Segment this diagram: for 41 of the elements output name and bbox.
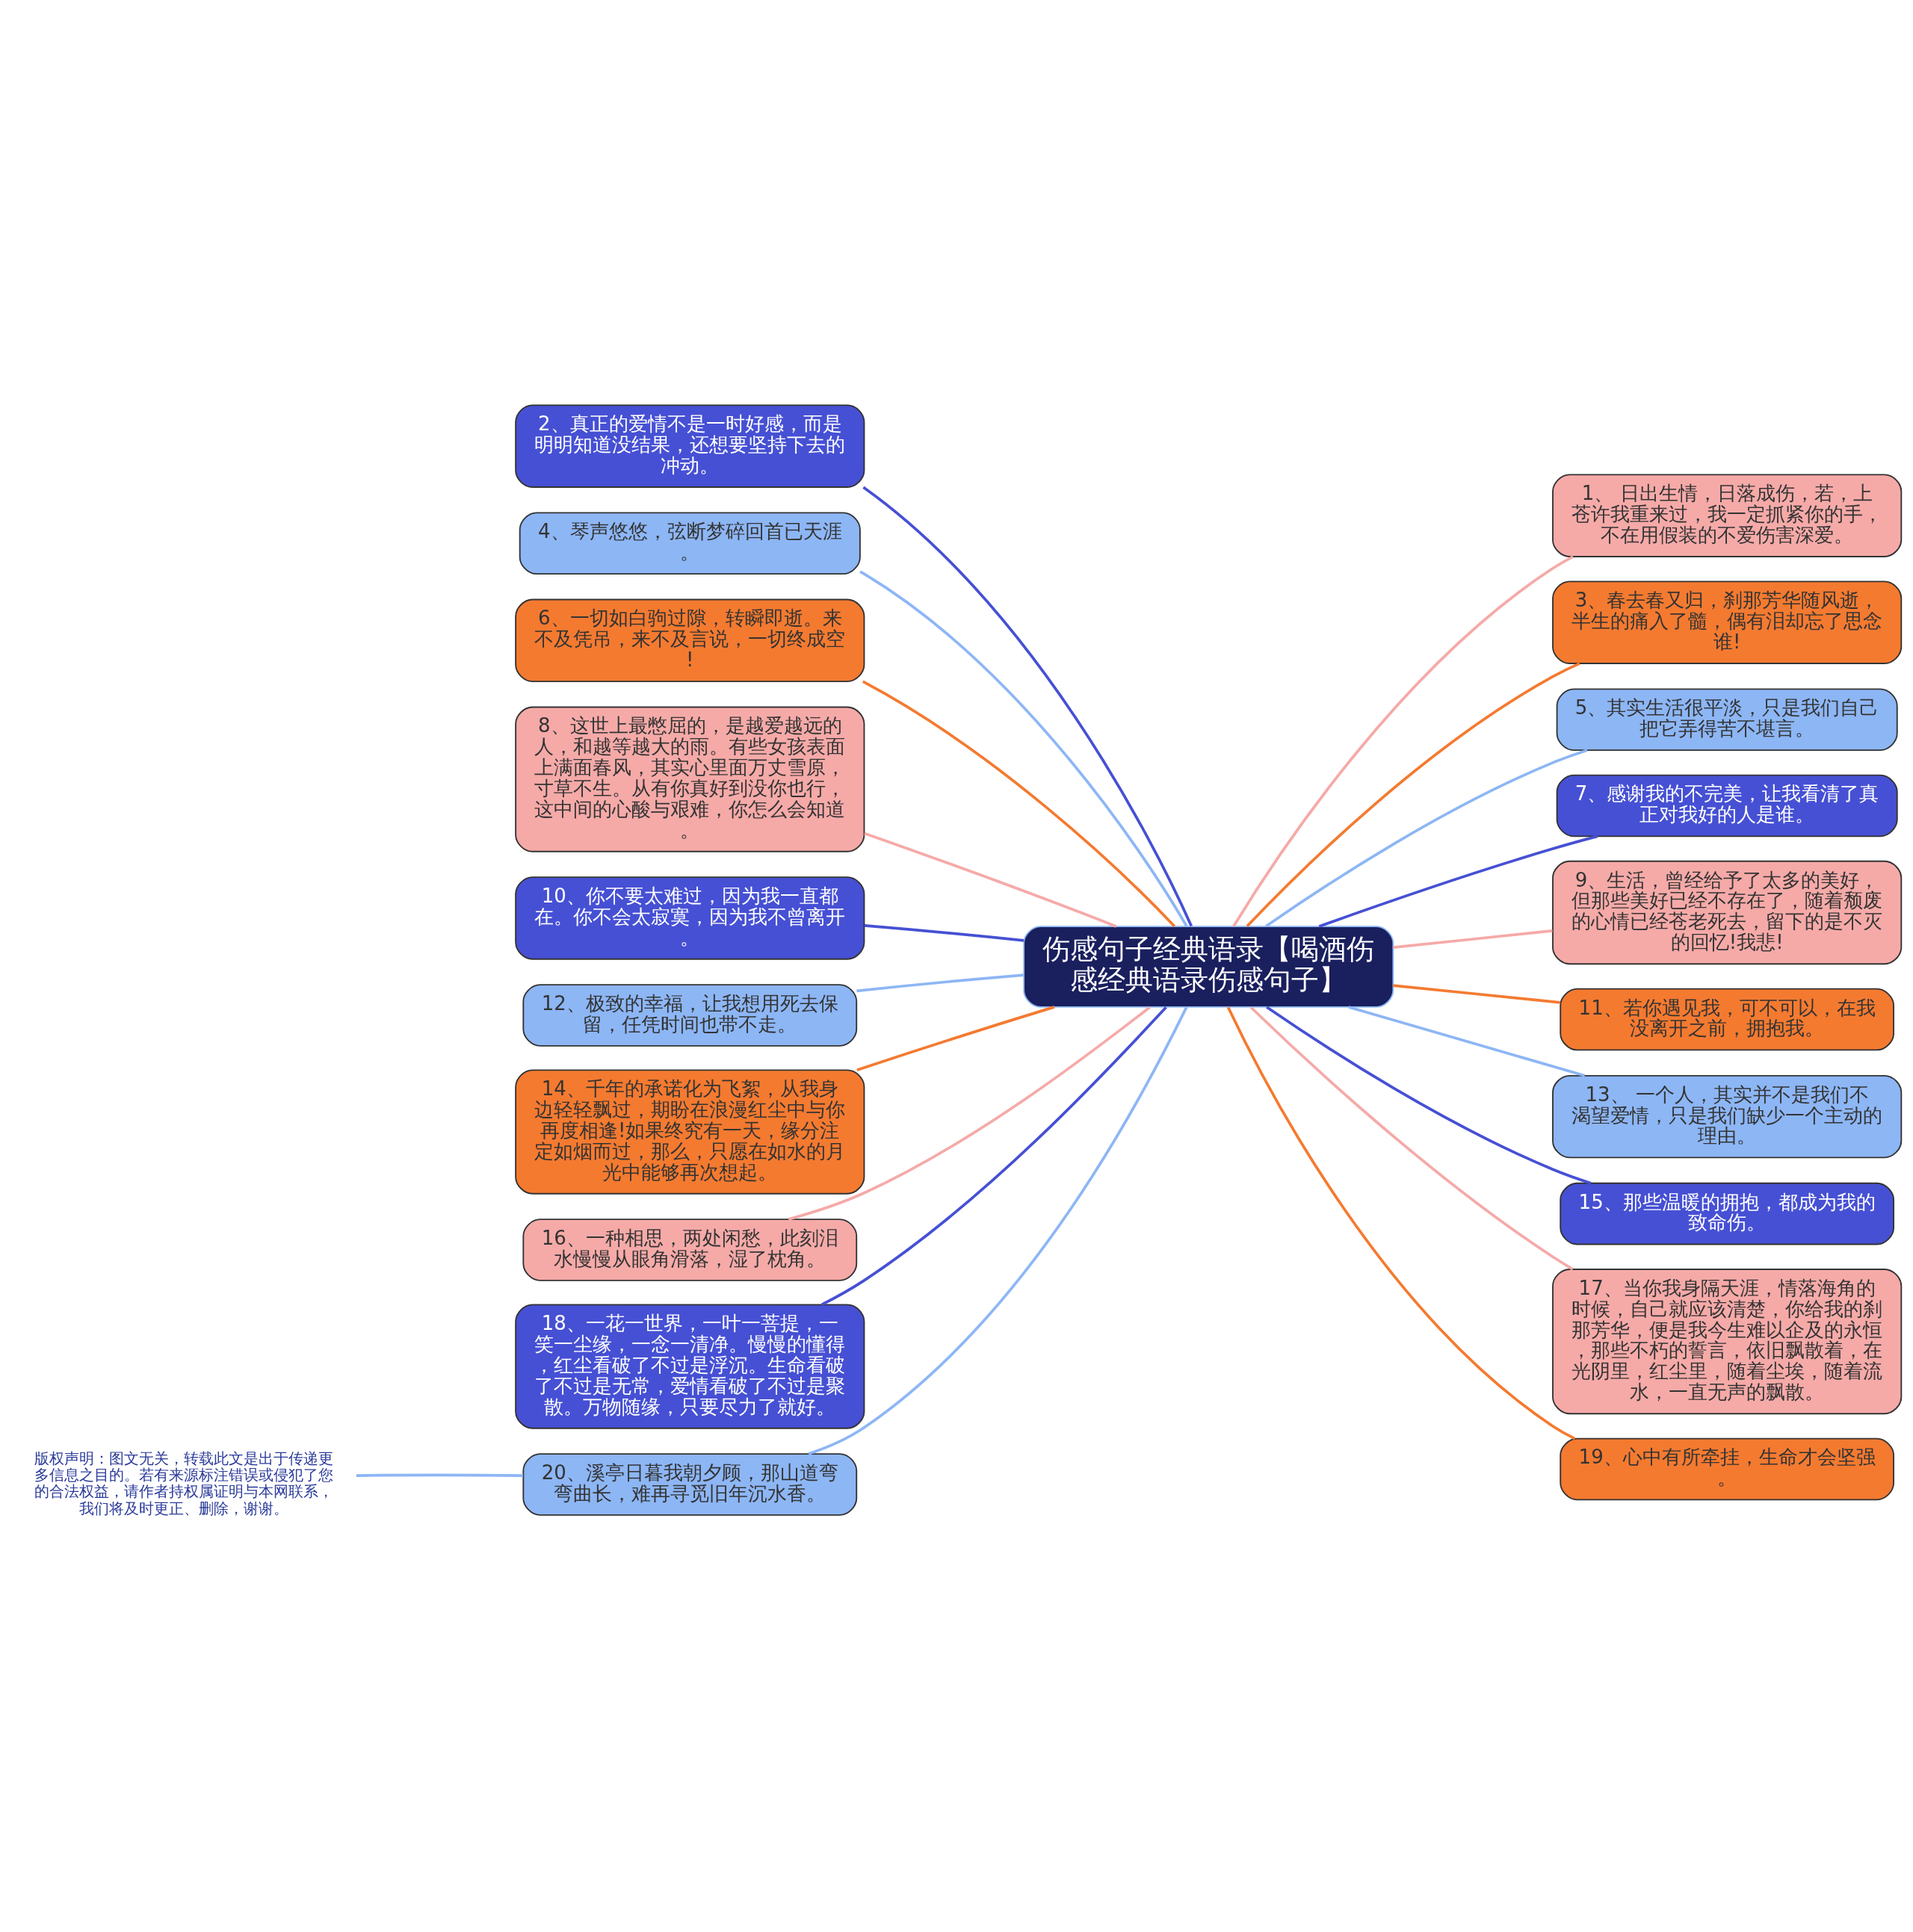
node-text: 版权声明：图文无关，转载此文是出于传递更多信息之目的。若有来源标注错误或侵犯了您的合法权益，请作者持权属证明与本网联系，我们将及时更正、删除，谢谢。: [34, 1449, 334, 1517]
node-box: 伤感句子经典语录【喝酒伤感经典语录伤感句子】: [1023, 925, 1394, 1008]
node-box: 17、当你我身隔天涯，情落海角的时候，自己就应该清楚，你给我的刹那芳华，便是我今生难以企及的永恒，那些不朽的誓言，依旧飘散着，在光阴里，红尘里，随着尘埃，随着流水，一直无声的飘散。: [1552, 1268, 1903, 1414]
node-box: 4、琴声悠悠，弦断梦碎回首已天涯。: [519, 512, 861, 575]
connector: [864, 923, 1025, 942]
connector: [1348, 1005, 1586, 1077]
connector: [1393, 929, 1553, 949]
node-box: 9、生活，曾经给予了太多的美好，但那些美好已经不存在了，随着颓废的心情已经苍老死去，留下的是不灭的回忆!我悲!: [1552, 860, 1903, 965]
node-box: 11、若你遇见我，可不可以，在我没离开之前，拥抱我。: [1560, 988, 1895, 1050]
node-box: 1、 日出生情，日落成伤，若，上苍许我重来过，我一定抓紧你的手，不在用假装的不爱伤害深爱。: [1552, 473, 1903, 557]
connector: [1266, 1006, 1592, 1184]
connector: [1265, 748, 1588, 927]
node-box: 14、千年的承诺化为飞絮，从我身边轻轻飘过，期盼在浪漫红尘中与你再度相逢!如果终究有一天，缘分注定如烟而过，那么，只愿在如水的月光中能够再次想起。: [515, 1068, 865, 1195]
node-box: 10、你不要太难过，因为我一直都在。你不会太寂寞，因为我不曾离开。: [515, 876, 865, 960]
connector: [1246, 661, 1580, 927]
node-box: 5、其实生活很平淡，只是我们自己把它弄得苦不堪言。: [1556, 687, 1898, 751]
connector: [1249, 1006, 1574, 1270]
node-box: 20、溪亭日暮我朝夕顾，那山道弯弯曲长，难再寻觅旧年沉水香。: [522, 1452, 858, 1516]
connector: [864, 832, 1117, 928]
node-box: 13、 一个人，其实并不是我们不渴望爱情，只是我们缺少一个主动的理由。: [1552, 1074, 1903, 1158]
connector: [356, 1473, 523, 1477]
connector: [1232, 555, 1574, 927]
connector: [862, 680, 1176, 927]
connector: [1226, 1006, 1576, 1440]
node-box: 7、感谢我的不完美，让我看清了真正对我好的人是谁。: [1556, 774, 1898, 837]
node-box: 6、一切如白驹过隙，转瞬即逝。来不及凭吊，来不及言说，一切终成空!: [515, 598, 865, 682]
connector: [859, 569, 1188, 926]
connector: [856, 973, 1024, 992]
node-box: 19、心中有所牵挂，生命才会坚强。: [1560, 1437, 1895, 1500]
node-box: 8、这世上最憋屈的，是越爱越远的人，和越等越大的雨。有些女孩表面上满面春风，其实心里面万丈雪原，寸草不生。从有你真好到没你也行，这中间的心酸与艰难，你怎么会知道。: [515, 706, 865, 852]
node-box: 2、真正的爱情不是一时好感，而是明明知道没结果，还想要坚持下去的冲动。: [515, 404, 865, 488]
connector: [1393, 983, 1560, 1004]
connector: [856, 1005, 1055, 1071]
node-box: 16、一种相思，两处闲愁，此刻泪水慢慢从眼角滑落，湿了枕角。: [522, 1218, 858, 1281]
node-box: 15、那些温暖的拥抱，都成为我的致命伤。: [1560, 1182, 1895, 1245]
connector: [820, 1006, 1167, 1306]
connector: [1318, 835, 1598, 928]
connector: [862, 486, 1193, 926]
node-box: 12、极致的幸福，让我想用死去保留，任凭时间也带不走。: [522, 983, 858, 1047]
node-box: 18、一花一世界，一叶一菩提，一笑一尘缘，一念一清净。慢慢的懂得，红尘看破了不过是浮沉。生命看破了不过是无常，爱情看破了不过是聚散。万物随缘，只要尽力了就好。: [515, 1303, 865, 1429]
node-box: 3、春去春又归，刹那芳华随风逝，半生的痛入了髓，偶有泪却忘了思念谁!: [1552, 580, 1903, 664]
